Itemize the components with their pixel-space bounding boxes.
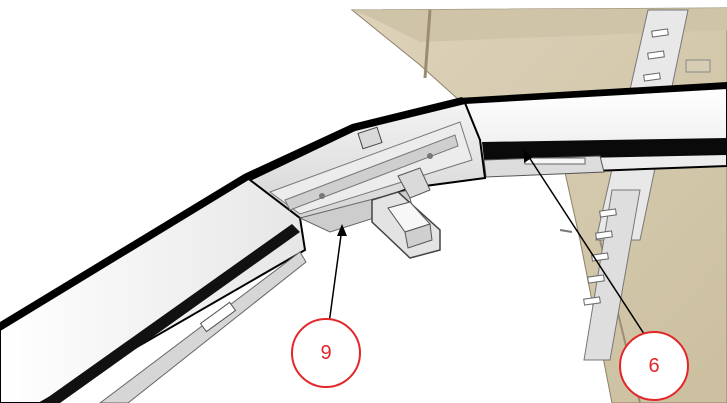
callout-6: 6 — [619, 331, 689, 401]
corner-joint — [244, 97, 487, 233]
callout-6-label: 6 — [648, 355, 659, 377]
callout-9-label: 9 — [320, 342, 331, 364]
leader-arrowhead-9 — [337, 224, 347, 236]
leader-line-9 — [327, 227, 343, 332]
left-rail — [0, 174, 307, 403]
bracket — [371, 167, 441, 259]
leader-arrowhead-6 — [524, 150, 533, 163]
leader-line-6 — [526, 153, 651, 344]
right-rail — [458, 82, 727, 178]
callout-9: 9 — [291, 318, 361, 388]
